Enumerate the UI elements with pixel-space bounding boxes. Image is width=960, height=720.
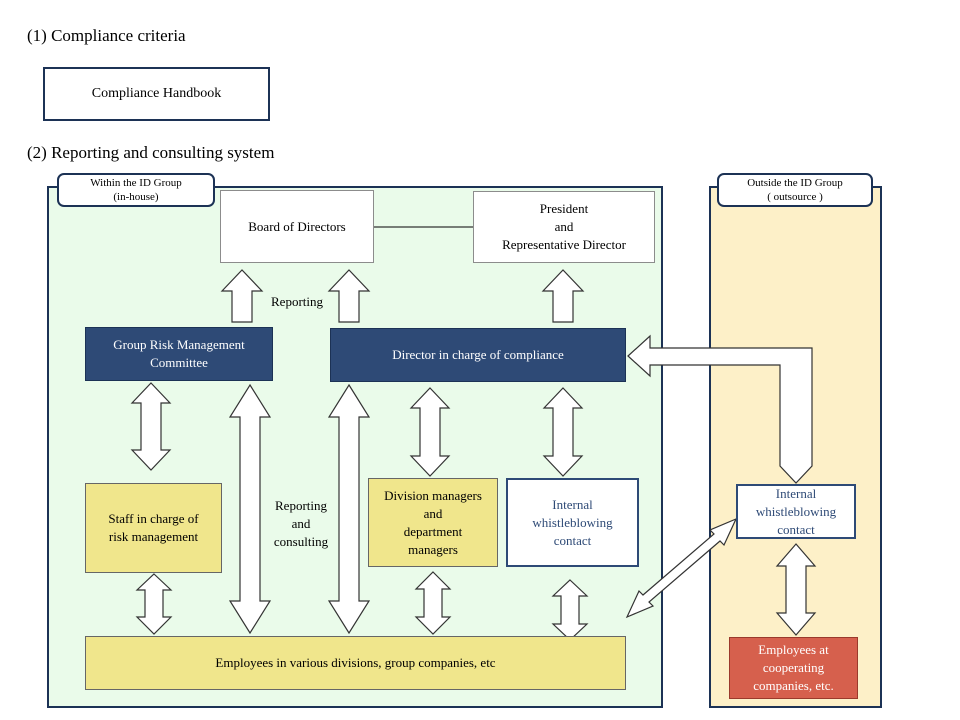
reporting-consulting-line3: consulting	[273, 534, 329, 549]
internal-contact-line2: whistleblowing	[532, 514, 613, 530]
compliance-handbook-label: Compliance Handbook	[91, 86, 222, 101]
inside-group-tag-line2: (in-house)	[113, 191, 159, 203]
board-of-directors-box: Board of Directors	[220, 190, 374, 263]
division-managers-line3: department	[403, 523, 463, 539]
risk-staff-line1: Staff in charge of	[108, 511, 199, 526]
external-contact-line3: contact	[777, 521, 815, 537]
inside-group-tag-line1: Within the ID Group	[90, 177, 182, 189]
reporting-consulting-label: Reporting and consulting	[266, 497, 336, 551]
reporting-label: Reporting	[271, 294, 323, 309]
president-line1: President	[539, 201, 589, 216]
internal-contact-line1: Internal	[552, 496, 593, 512]
outside-group-tag-line1: Outside the ID Group	[747, 177, 843, 189]
risk-staff-line2: risk management	[108, 529, 199, 544]
coop-employees-box: Employees at cooperating companies, etc.	[729, 637, 858, 699]
outside-group-tag: Outside the ID Group ( outsource )	[717, 173, 873, 207]
internal-contact-line3: contact	[553, 532, 592, 548]
employees-label: Employees in various divisions, group co…	[215, 655, 496, 670]
risk-committee-box: Group Risk Management Committee	[85, 327, 273, 381]
double-arrow-committee-staff	[130, 382, 172, 471]
up-arrow-to-president	[541, 269, 585, 323]
outside-group-tag-line2: ( outsource )	[767, 191, 823, 203]
double-arrow-director-managers	[409, 387, 451, 477]
diagonal-arrow-employees-external	[625, 517, 738, 619]
risk-committee-line1: Group Risk Management	[113, 337, 245, 352]
double-arrow-committee-employees	[228, 383, 272, 635]
reporting-consulting-line2: and	[291, 516, 311, 531]
coop-employees-line1: Employees at	[758, 642, 829, 657]
double-arrow-director-internal	[542, 387, 584, 477]
division-managers-box: Division managers and department manager…	[368, 478, 498, 567]
president-line3: Representative Director	[502, 237, 626, 252]
reporting-consulting-line1: Reporting	[275, 498, 327, 513]
double-arrow-internal-employees	[551, 579, 589, 641]
double-arrow-staff-employees	[135, 573, 173, 635]
coop-employees-line2: cooperating	[762, 660, 825, 675]
external-contact-line2: whistleblowing	[755, 503, 837, 519]
coop-employees-line3: companies, etc.	[753, 678, 834, 693]
division-managers-line2: and	[423, 505, 443, 521]
double-arrow-external-coop	[775, 543, 817, 636]
compliance-director-label: Director in charge of compliance	[392, 347, 564, 362]
inside-group-tag: Within the ID Group (in-house)	[57, 173, 215, 207]
president-box: President and Representative Director	[473, 191, 655, 263]
up-arrow-to-board-left	[220, 269, 264, 323]
division-managers-line4: managers	[408, 541, 458, 557]
compliance-criteria-heading: (1) Compliance criteria	[27, 26, 186, 45]
risk-committee-line2: Committee	[150, 355, 208, 370]
division-managers-line1: Division managers	[384, 487, 482, 503]
bent-arrow-external-to-director	[627, 334, 813, 484]
external-contact-line1: Internal	[775, 485, 817, 501]
double-arrow-managers-employees	[414, 571, 452, 635]
employees-box: Employees in various divisions, group co…	[85, 636, 626, 690]
external-contact-box: Internal whistleblowing contact	[736, 484, 856, 539]
risk-staff-box: Staff in charge of risk management	[85, 483, 222, 573]
compliance-handbook-box: Compliance Handbook	[43, 67, 270, 121]
double-arrow-director-employees	[327, 383, 371, 635]
internal-contact-box: Internal whistleblowing contact	[506, 478, 639, 567]
board-of-directors-label: Board of Directors	[248, 218, 346, 234]
compliance-director-box: Director in charge of compliance	[330, 328, 626, 382]
president-line2: and	[554, 219, 574, 234]
reporting-system-heading: (2) Reporting and consulting system	[27, 143, 275, 162]
up-arrow-to-board-right	[327, 269, 371, 323]
